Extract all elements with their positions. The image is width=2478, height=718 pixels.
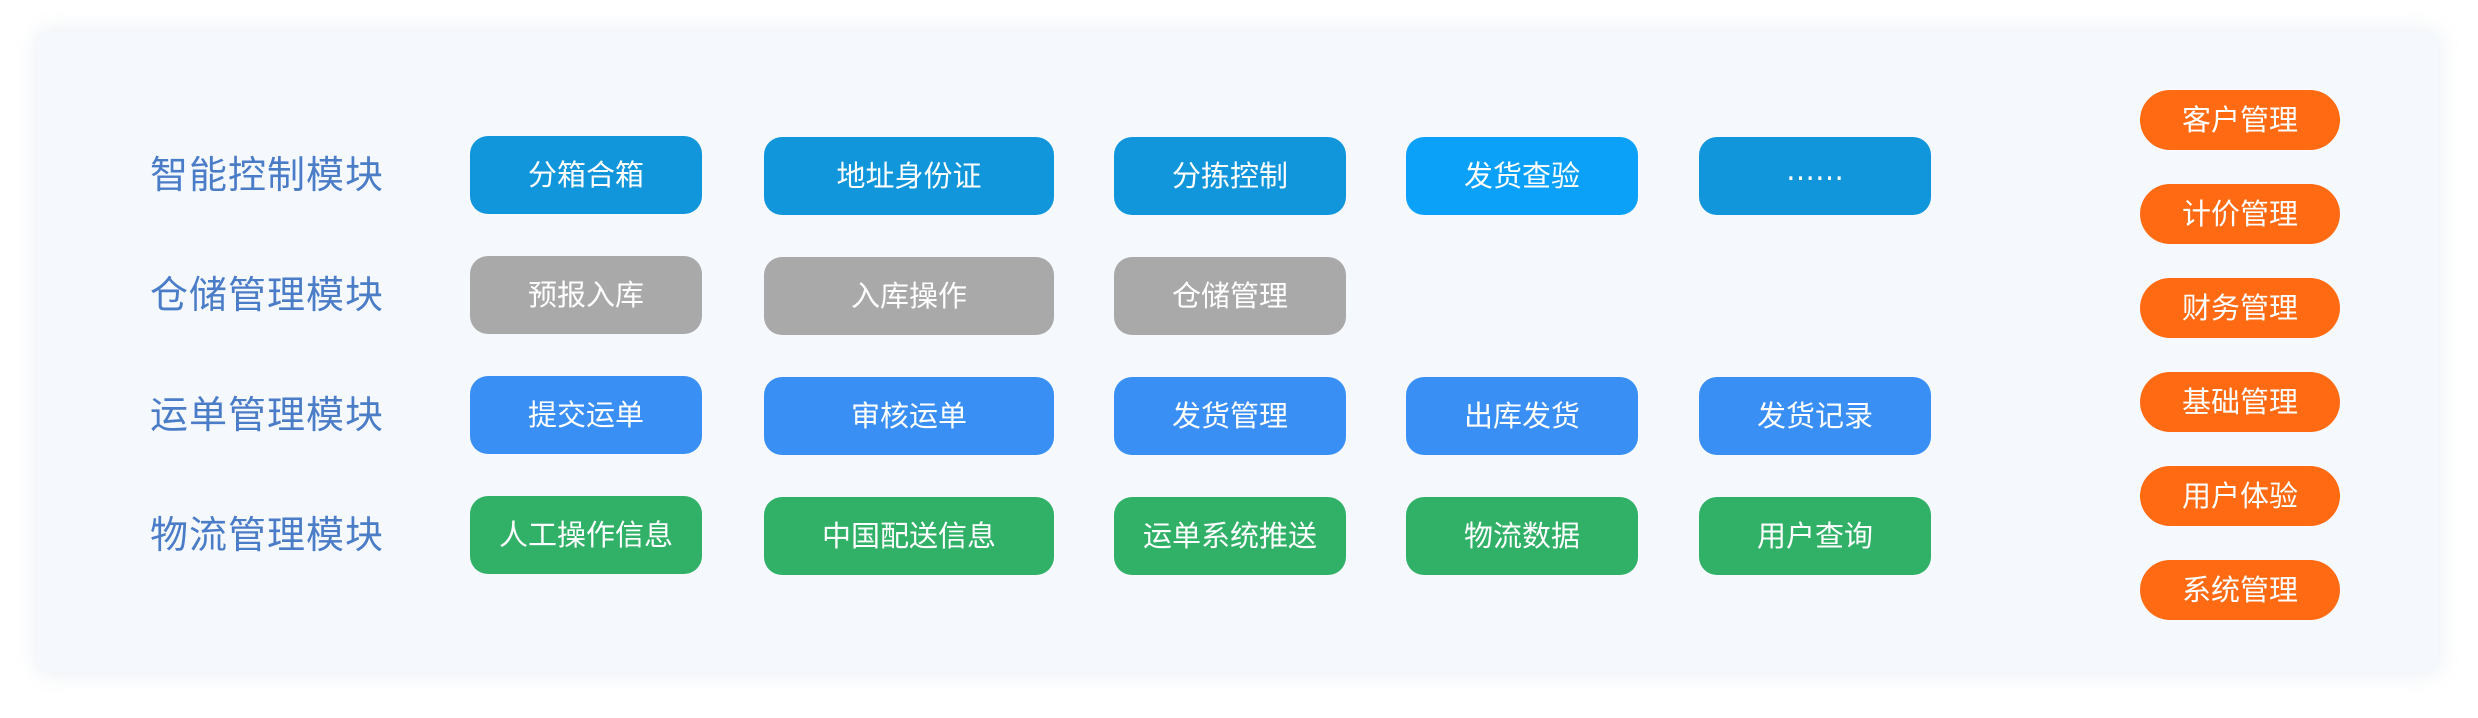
module-box-more[interactable]: ……: [1699, 137, 1931, 215]
row-label-smart-control: 智能控制模块: [150, 153, 385, 197]
row-label-waybill: 运单管理模块: [150, 393, 385, 437]
module-box-outbound-shipping[interactable]: 出库发货: [1406, 377, 1638, 455]
module-box-address-id[interactable]: 地址身份证: [764, 137, 1054, 215]
row-label-logistics: 物流管理模块: [150, 513, 385, 557]
module-diagram-panel: [38, 32, 2438, 672]
row-label-warehouse: 仓储管理模块: [150, 273, 385, 317]
module-box-shipment-inspection[interactable]: 发货查验: [1406, 137, 1638, 215]
module-box-shipping-management[interactable]: 发货管理: [1114, 377, 1346, 455]
module-box-manual-operation-info[interactable]: 人工操作信息: [470, 496, 702, 574]
module-box-box-merge[interactable]: 分箱合箱: [470, 136, 702, 214]
module-box-inbound-operation[interactable]: 入库操作: [764, 257, 1054, 335]
module-box-logistics-data[interactable]: 物流数据: [1406, 497, 1638, 575]
module-box-shipping-records[interactable]: 发货记录: [1699, 377, 1931, 455]
module-box-warehouse-management[interactable]: 仓储管理: [1114, 257, 1346, 335]
side-item-system-management[interactable]: 系统管理: [2140, 560, 2340, 620]
side-item-user-experience[interactable]: 用户体验: [2140, 466, 2340, 526]
side-item-basic-management[interactable]: 基础管理: [2140, 372, 2340, 432]
side-item-pricing-management[interactable]: 计价管理: [2140, 184, 2340, 244]
module-box-pre-inbound[interactable]: 预报入库: [470, 256, 702, 334]
module-box-waybill-system-push[interactable]: 运单系统推送: [1114, 497, 1346, 575]
side-item-finance-management[interactable]: 财务管理: [2140, 278, 2340, 338]
module-box-china-delivery-info[interactable]: 中国配送信息: [764, 497, 1054, 575]
module-box-submit-waybill[interactable]: 提交运单: [470, 376, 702, 454]
module-box-sorting-control[interactable]: 分拣控制: [1114, 137, 1346, 215]
side-item-customer-management[interactable]: 客户管理: [2140, 90, 2340, 150]
module-box-review-waybill[interactable]: 审核运单: [764, 377, 1054, 455]
module-box-user-query[interactable]: 用户查询: [1699, 497, 1931, 575]
